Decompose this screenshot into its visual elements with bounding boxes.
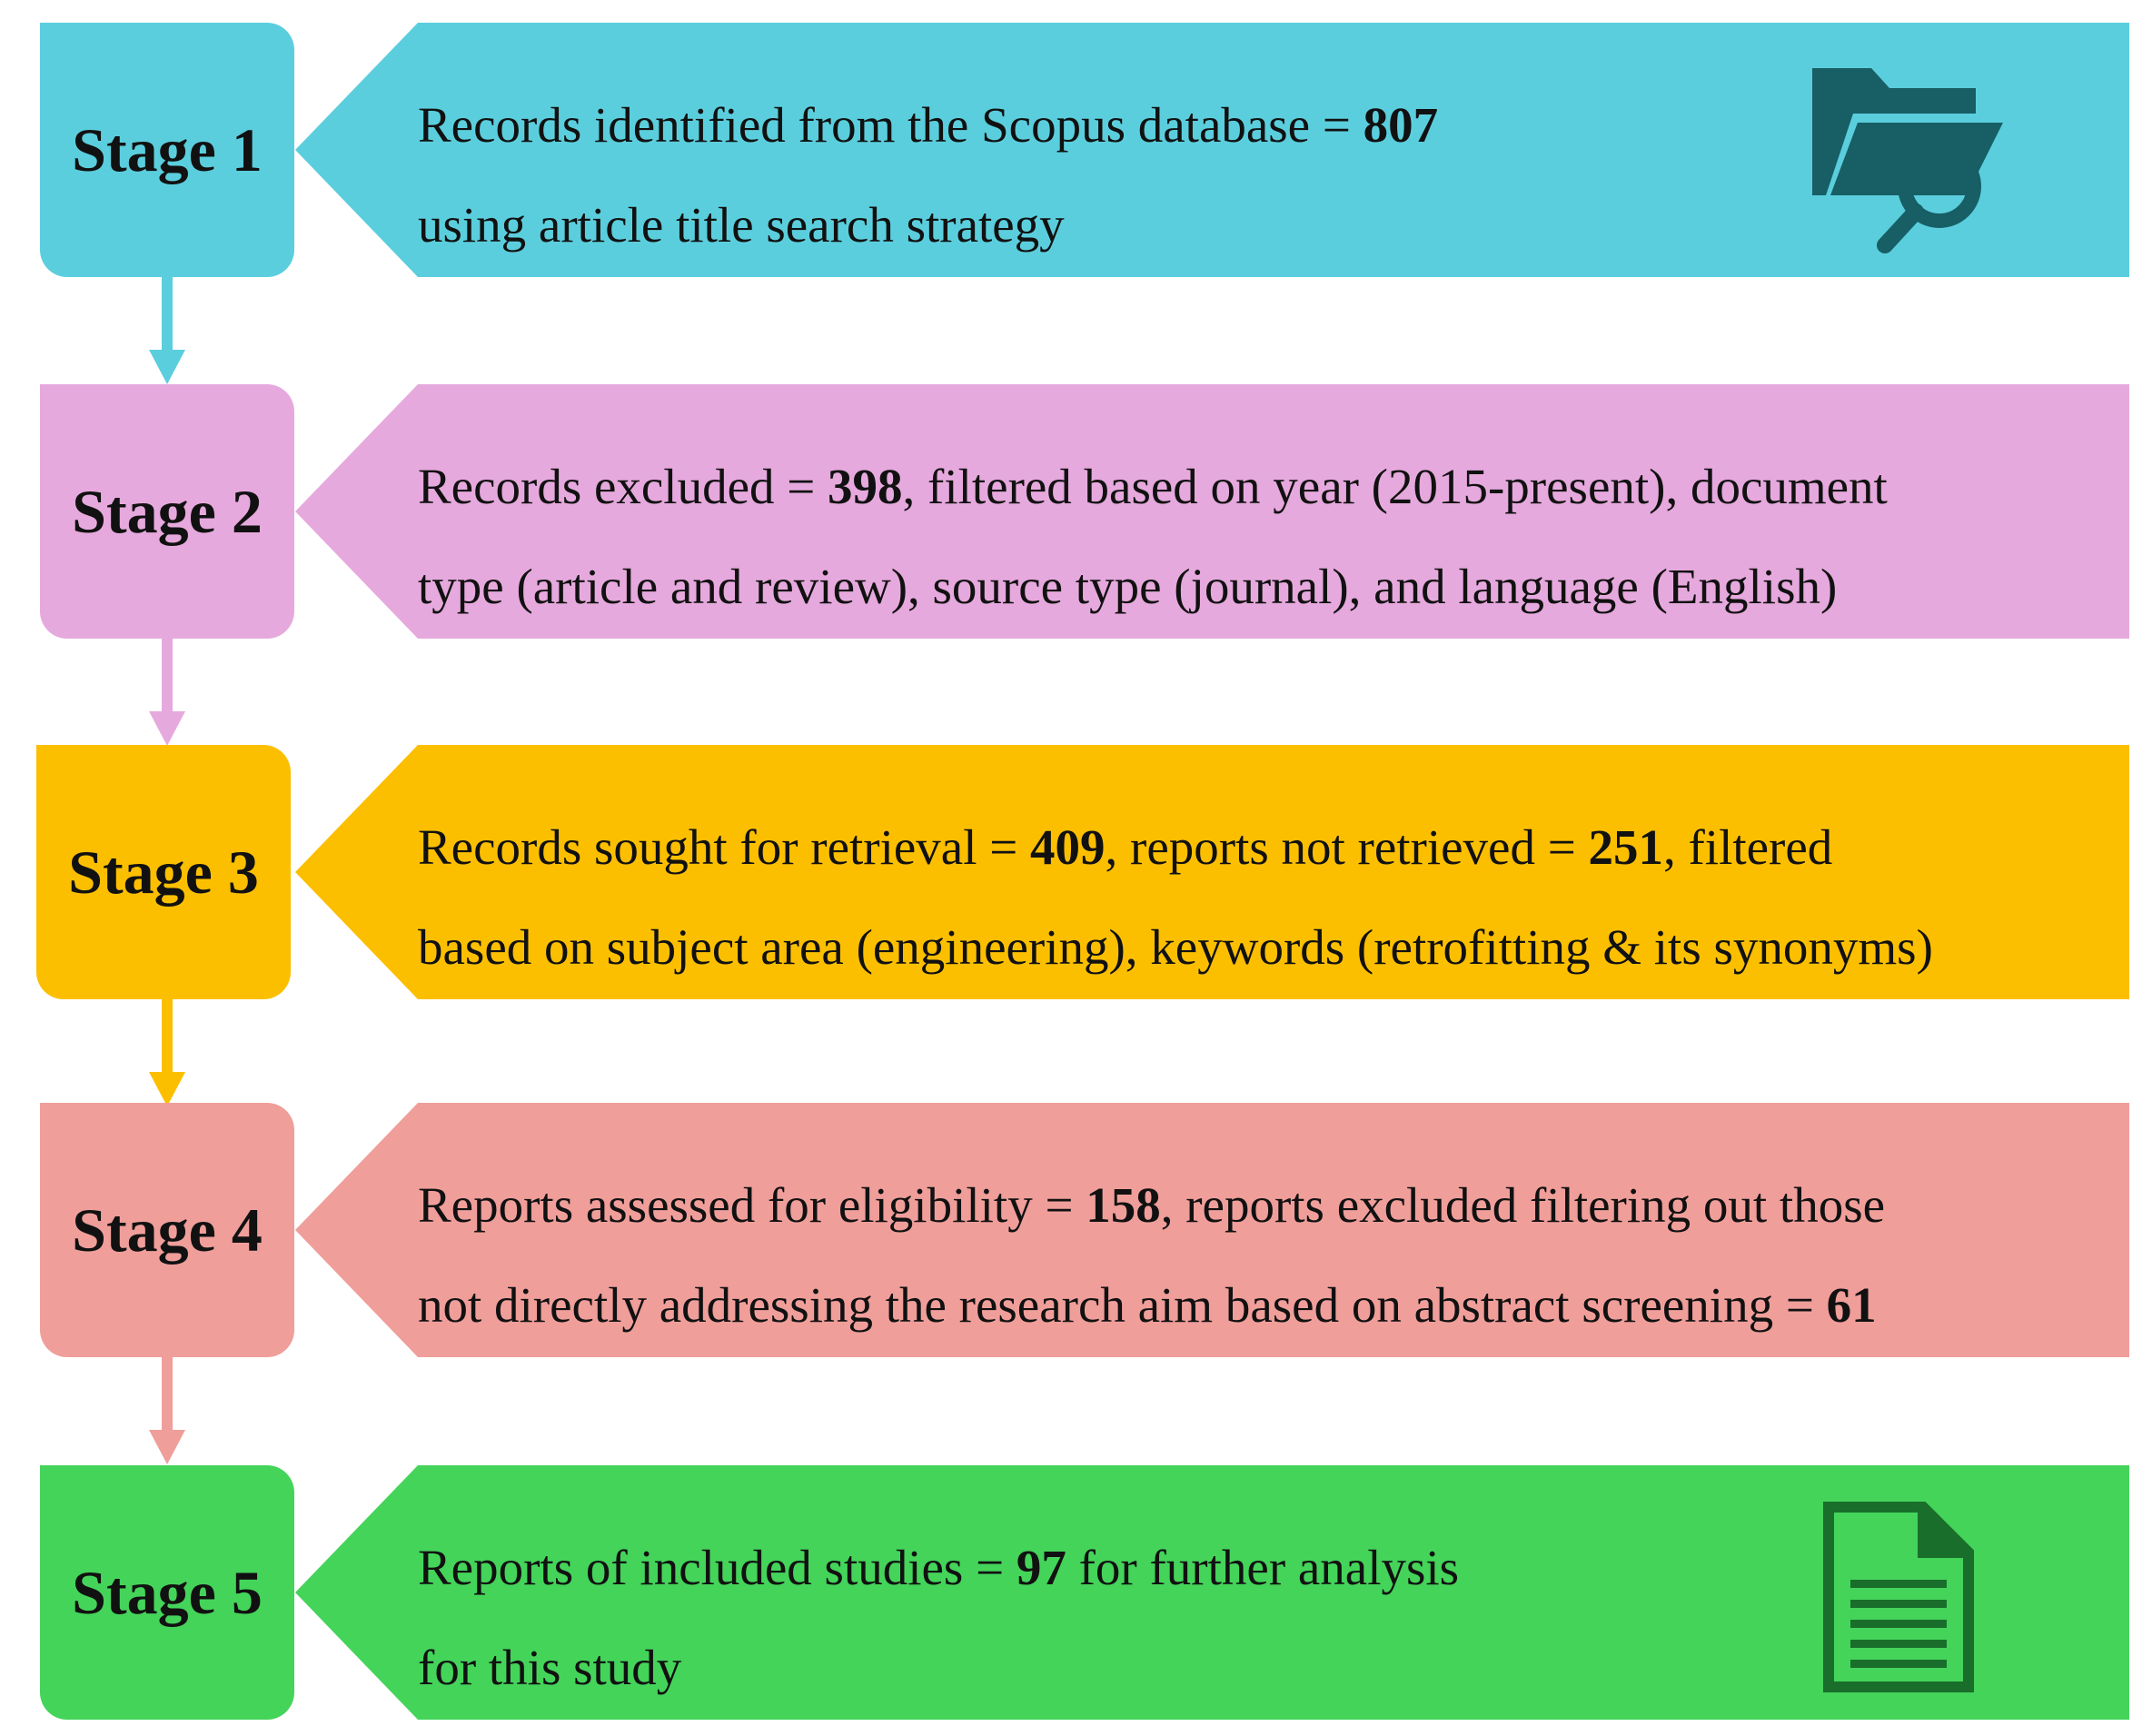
stage-5-description: Reports of included studies = 97 for fur… bbox=[418, 1540, 1460, 1695]
stage-5-box: Stage 5 bbox=[40, 1465, 294, 1720]
stage-2-count: 398 bbox=[828, 459, 903, 514]
arrow-2-3 bbox=[149, 639, 185, 746]
stage-5-label: Stage 5 bbox=[72, 1557, 263, 1627]
arrow-1-2 bbox=[149, 277, 185, 384]
stage-2-row: Stage 2 Records excluded = 398, filtered… bbox=[0, 384, 2142, 639]
stage-4-count-assessed: 158 bbox=[1086, 1177, 1161, 1233]
stage-3-count-not-retrieved: 251 bbox=[1588, 819, 1663, 875]
stage-3-description: Records sought for retrieval = 409, repo… bbox=[418, 819, 1933, 975]
stage-4-banner: Reports assessed for eligibility = 158, … bbox=[295, 1103, 2129, 1357]
stage-4-row: Stage 4 Reports assessed for eligibility… bbox=[0, 1103, 2142, 1357]
stage-2-label: Stage 2 bbox=[72, 476, 263, 546]
stage-4-label: Stage 4 bbox=[72, 1195, 263, 1265]
stage-4-count-excluded: 61 bbox=[1826, 1277, 1877, 1333]
arrow-4-5 bbox=[149, 1357, 185, 1464]
stage-2-box: Stage 2 bbox=[40, 384, 294, 639]
stage-1-row: Stage 1 Records identified from the Scop… bbox=[0, 23, 2142, 277]
stage-2-banner: Records excluded = 398, filtered based o… bbox=[295, 384, 2129, 639]
stage-3-label: Stage 3 bbox=[68, 837, 259, 907]
stage-5-row: Stage 5 Reports of included studies = 97… bbox=[0, 1465, 2142, 1720]
stage-1-banner: Records identified from the Scopus datab… bbox=[295, 23, 2129, 277]
stage-1-box: Stage 1 bbox=[40, 23, 294, 277]
stage-1-description: Records identified from the Scopus datab… bbox=[418, 97, 1439, 253]
stage-3-banner: Records sought for retrieval = 409, repo… bbox=[295, 745, 2129, 999]
stage-3-count-sought: 409 bbox=[1030, 819, 1106, 875]
stage-1-label: Stage 1 bbox=[72, 114, 263, 184]
stage-5-banner: Reports of included studies = 97 for fur… bbox=[295, 1465, 2129, 1720]
stage-4-description: Reports assessed for eligibility = 158, … bbox=[418, 1177, 1886, 1333]
arrow-3-4 bbox=[149, 999, 185, 1106]
stage-3-row: Stage 3 Records sought for retrieval = 4… bbox=[0, 745, 2142, 999]
document-icon bbox=[1823, 1502, 1974, 1692]
stage-5-count: 97 bbox=[1016, 1540, 1066, 1595]
stage-1-count: 807 bbox=[1363, 97, 1439, 153]
folder-search-icon bbox=[1812, 68, 2003, 253]
stage-2-description: Records excluded = 398, filtered based o… bbox=[418, 459, 1888, 614]
stage-4-box: Stage 4 bbox=[40, 1103, 294, 1357]
stage-3-box: Stage 3 bbox=[36, 745, 291, 999]
